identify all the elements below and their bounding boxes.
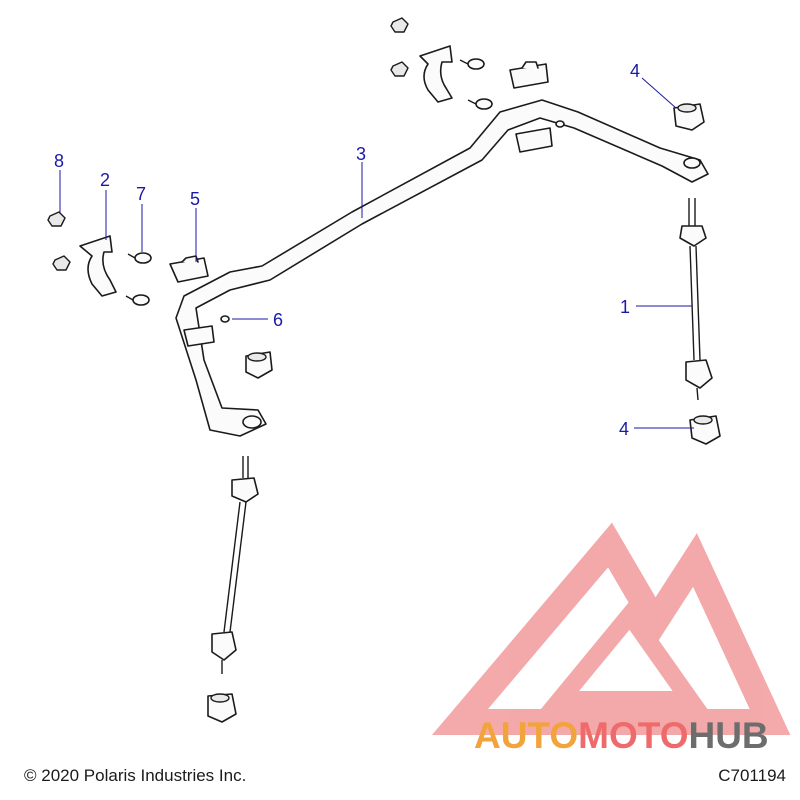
callout-5: 5 bbox=[190, 189, 200, 209]
grease-fitting-upper bbox=[555, 120, 565, 128]
nut-upper-2 bbox=[390, 61, 409, 77]
clamp-left bbox=[79, 235, 117, 297]
grease-fitting-left bbox=[220, 315, 230, 323]
callout-1: 1 bbox=[620, 297, 630, 317]
watermark-moto: MOTO bbox=[578, 715, 688, 756]
left-link-rod bbox=[211, 456, 259, 674]
copyright-text: © 2020 Polaris Industries Inc. bbox=[24, 766, 247, 785]
watermark-text: AUTOMOTOHUB bbox=[474, 715, 769, 756]
leader-lines bbox=[59, 77, 694, 429]
nut-left-2 bbox=[52, 255, 71, 271]
bushing-block-bar-left bbox=[183, 325, 215, 347]
bushing-upper-right bbox=[673, 103, 705, 131]
bushing-block-left bbox=[169, 255, 209, 283]
bolt-upper-1 bbox=[459, 58, 485, 70]
bushing-block-bar-upper bbox=[515, 127, 553, 153]
nut-left-1 bbox=[47, 211, 66, 227]
watermark-hub: HUB bbox=[688, 715, 768, 756]
automotohub-logo bbox=[431, 522, 791, 735]
callout-4-lower: 4 bbox=[619, 419, 629, 439]
bushing-lower-right bbox=[689, 415, 721, 445]
callout-8: 8 bbox=[54, 151, 64, 171]
stabilizer-bar bbox=[175, 99, 709, 437]
bolt-upper-2 bbox=[467, 98, 493, 110]
callout-7: 7 bbox=[136, 184, 146, 204]
callout-4-upper: 4 bbox=[630, 61, 640, 81]
diagram-code: C701194 bbox=[718, 766, 786, 785]
bushing-left bbox=[245, 351, 273, 379]
right-link-rod bbox=[679, 198, 713, 401]
callout-3: 3 bbox=[356, 144, 366, 164]
callout-6: 6 bbox=[273, 310, 283, 330]
bushing-block-upper bbox=[509, 61, 549, 89]
clamp-upper bbox=[419, 45, 453, 103]
bolt-left-2 bbox=[125, 294, 150, 306]
callout-2: 2 bbox=[100, 170, 110, 190]
watermark-auto: AUTO bbox=[474, 715, 578, 756]
nut-upper-1 bbox=[390, 17, 409, 33]
bolt-left-1 bbox=[127, 252, 152, 264]
bushing-bottom bbox=[207, 693, 237, 723]
